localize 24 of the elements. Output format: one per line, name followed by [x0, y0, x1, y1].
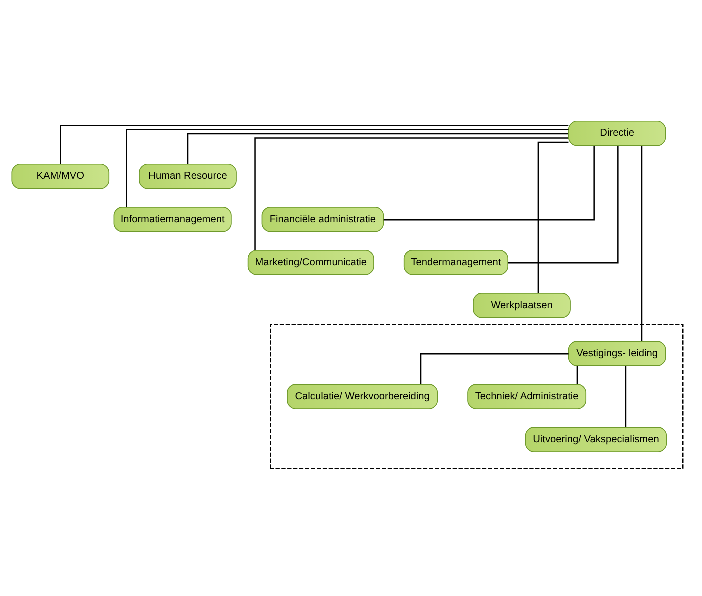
node-box: Directie: [568, 120, 666, 146]
connector: [60, 124, 569, 164]
connector: [126, 128, 569, 207]
connector: [187, 132, 568, 164]
node-box: Human Resource: [139, 163, 237, 189]
cluster: [270, 324, 684, 470]
connector: [254, 137, 568, 250]
connector: [508, 146, 619, 264]
node-box: KAM/MVO: [12, 163, 110, 189]
node-box: Tendermanagement: [404, 250, 509, 275]
node-box: Techniek/ Administratie: [468, 384, 587, 409]
node-box: Financiële administratie: [262, 206, 384, 232]
node-box: Calculatie/ Werkvoorbereiding: [287, 384, 438, 409]
node-box: Vestigings- leiding: [568, 340, 666, 366]
connector: [538, 141, 569, 293]
connector: [576, 366, 578, 384]
node-box: Informatiemanagement: [114, 206, 232, 232]
node-box: Werkplaatsen: [473, 292, 571, 318]
connector: [420, 353, 569, 384]
connector: [625, 366, 627, 427]
node-box: Marketing/Communicatie: [248, 250, 374, 275]
node-box: Uitvoering/ Vakspecialismen: [525, 426, 668, 452]
connector: [384, 146, 595, 220]
connector: [641, 146, 643, 341]
